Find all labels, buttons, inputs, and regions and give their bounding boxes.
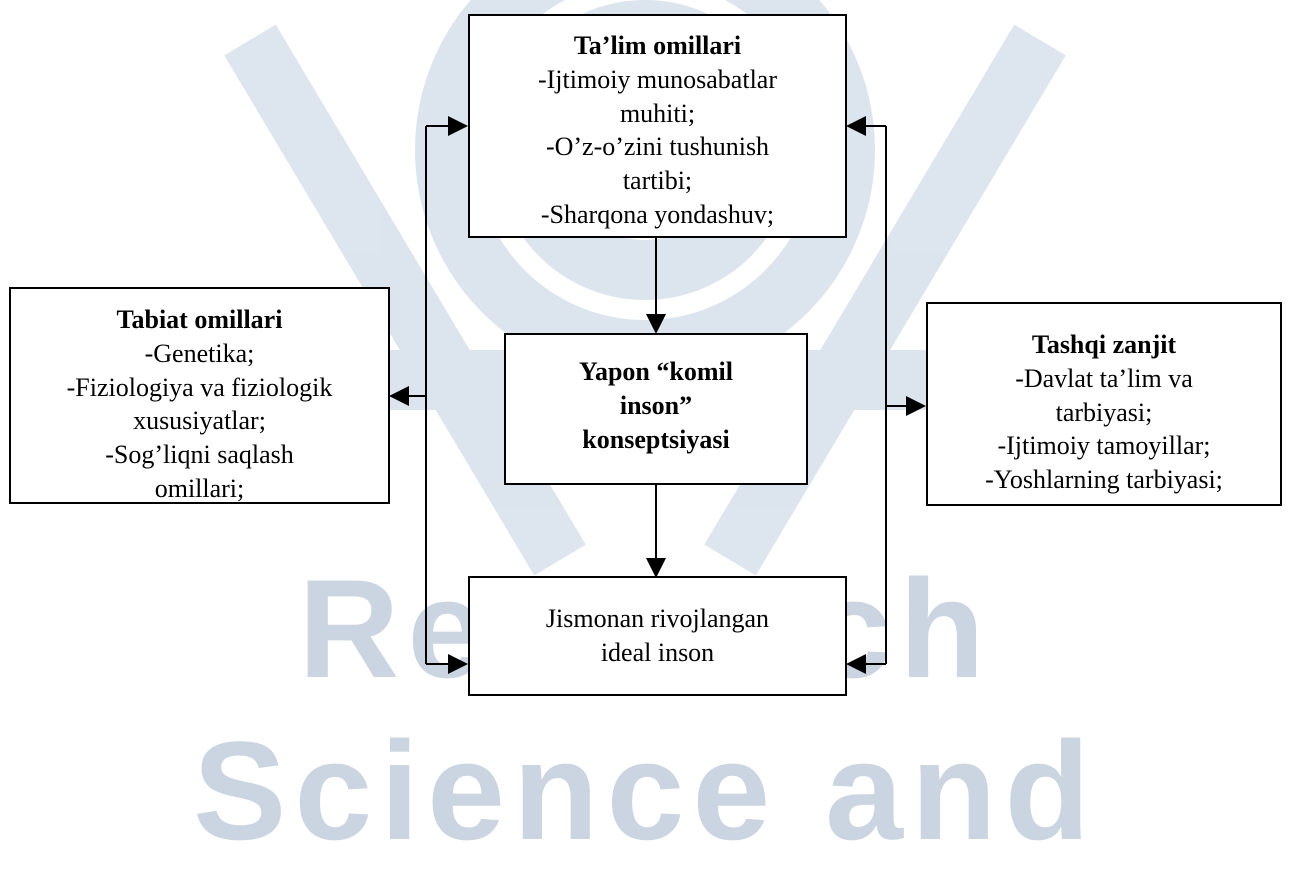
connectors bbox=[389, 116, 926, 674]
tabiat-line: -Sog’liqni saqlash bbox=[105, 440, 294, 470]
tabiat-omillari-box: Tabiat omillari -Genetika; -Fiziologiya … bbox=[9, 287, 390, 504]
tabiat-title: Tabiat omillari bbox=[116, 305, 283, 334]
tashqi-line: -Ijtimoiy tamoyillar; bbox=[997, 431, 1211, 461]
ideal-line: Jismonan rivojlangan bbox=[545, 604, 770, 633]
talim-line: -O’z-o’zini tushunish bbox=[545, 132, 770, 162]
tabiat-line: xususiyatlar; bbox=[133, 406, 266, 436]
talim-line: tartibi; bbox=[622, 166, 693, 196]
talim-omillari-box: Ta’lim omillari -Ijtimoiy munosabatlar m… bbox=[468, 14, 847, 238]
tashqi-line: -Yoshlarning tarbiyasi; bbox=[985, 465, 1223, 495]
talim-line: muhiti; bbox=[619, 98, 696, 128]
tashqi-line: tarbiyasi; bbox=[1055, 397, 1153, 427]
yapon-title-line: inson” bbox=[619, 390, 693, 420]
yapon-title-line: konseptsiyasi bbox=[582, 424, 730, 454]
tashqi-title: Tashqi zanjit bbox=[1031, 330, 1177, 359]
yapon-title-line: Yapon “komil bbox=[579, 357, 733, 386]
talim-title: Ta’lim omillari bbox=[573, 31, 742, 60]
tabiat-line: -Fiziologiya va fiziologik bbox=[66, 372, 333, 402]
talim-line: -Ijtimoiy munosabatlar bbox=[537, 64, 777, 94]
tabiat-line: omillari; bbox=[154, 473, 245, 503]
tashqi-zanjit-box: Tashqi zanjit -Davlat ta’lim va tarbiyas… bbox=[926, 302, 1282, 506]
yapon-konseptsiyasi-box: Yapon “komil inson” konseptsiyasi bbox=[504, 333, 808, 485]
talim-line: -Sharqona yondashuv; bbox=[540, 199, 775, 229]
tabiat-line: -Genetika; bbox=[144, 338, 255, 368]
ideal-line: ideal inson bbox=[600, 637, 715, 667]
ideal-inson-box: Jismonan rivojlangan ideal inson bbox=[468, 576, 847, 696]
tashqi-line: -Davlat ta’lim va bbox=[1015, 363, 1193, 393]
